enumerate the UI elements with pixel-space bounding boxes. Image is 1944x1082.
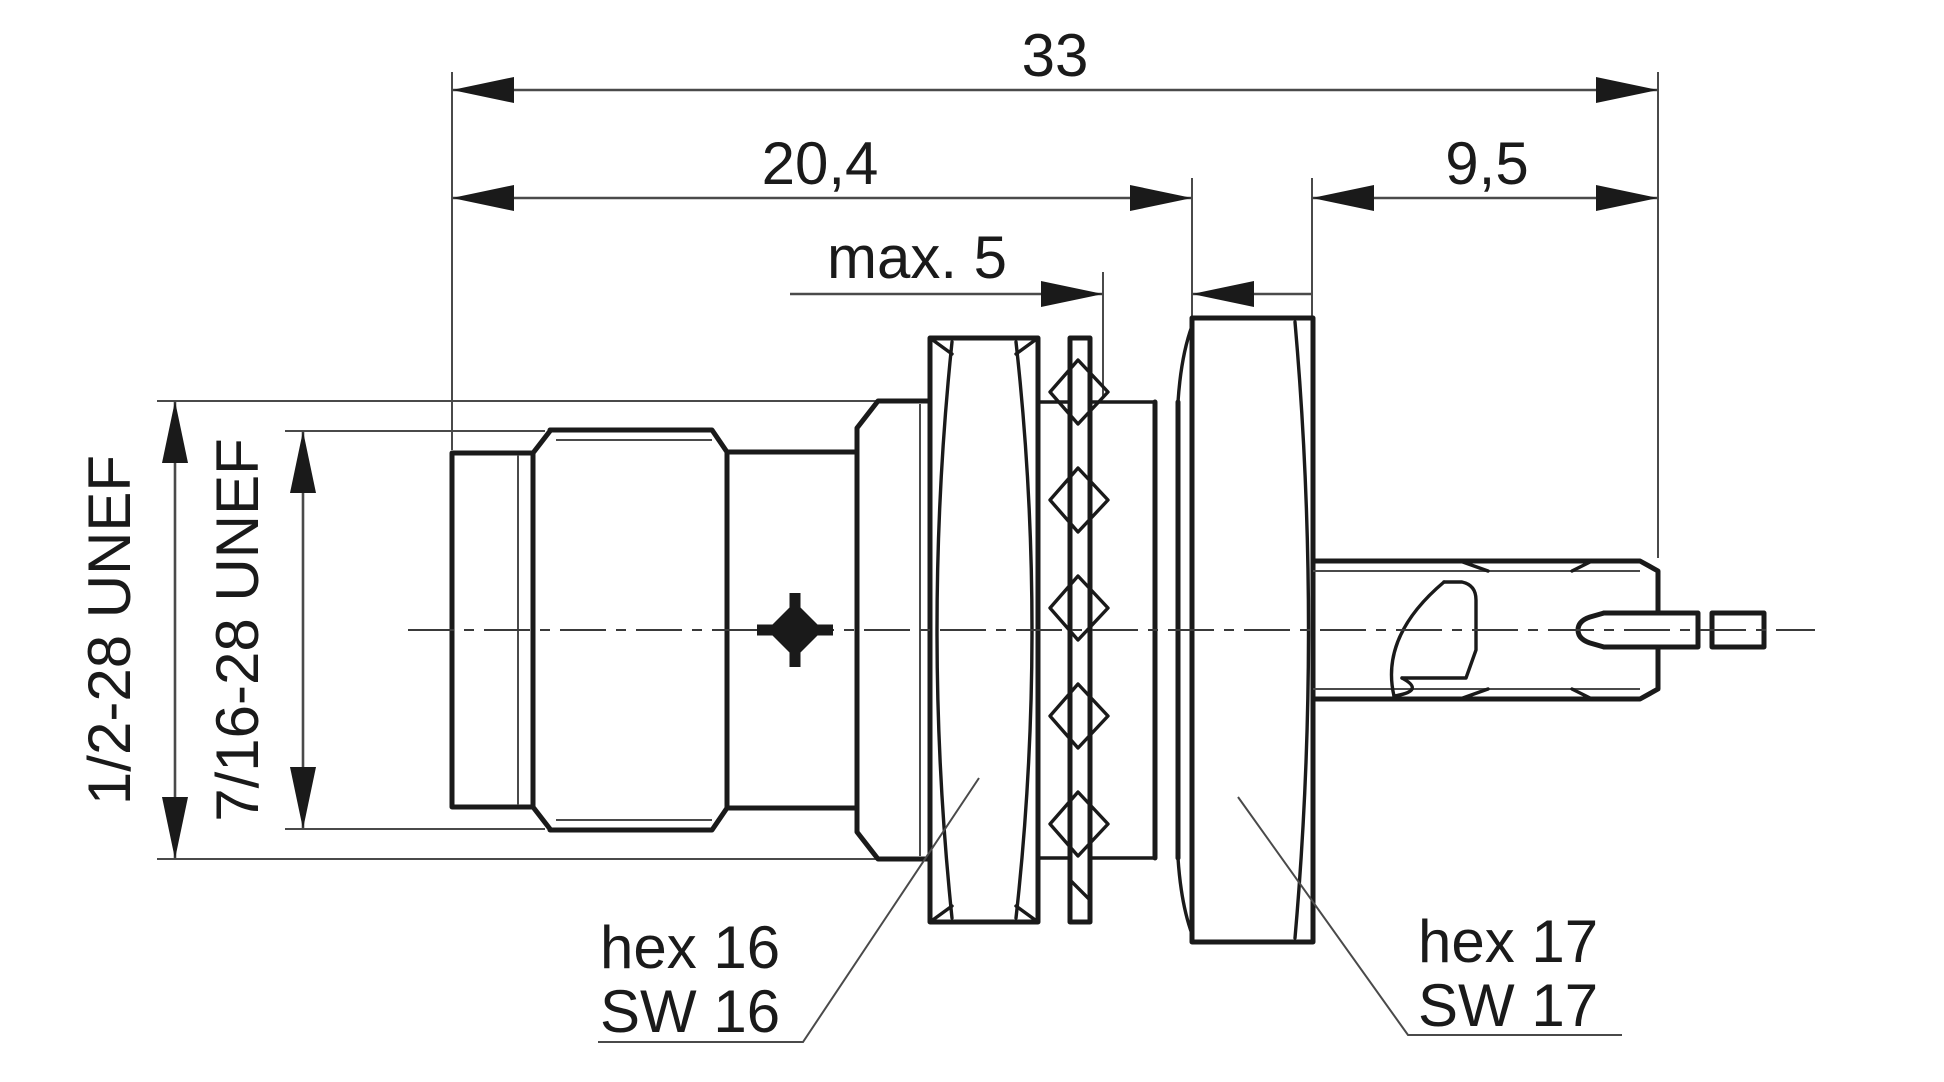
arrowhead-pointing-left xyxy=(1192,281,1254,307)
label-nut-sw: SW 16 xyxy=(600,978,780,1045)
dim-value-overall: 33 xyxy=(1022,22,1089,89)
dim-value-rear: 9,5 xyxy=(1445,130,1528,197)
callout-hex-nut: hex 16 SW 16 xyxy=(598,777,980,1045)
dim-value-outer-thread: 1/2-28 UNEF xyxy=(76,455,143,805)
rear-barrel xyxy=(1310,558,1661,702)
dimension-panel-thickness: max. 5 xyxy=(790,224,1312,307)
hex-nut-facet-arc-left xyxy=(935,340,954,920)
arrowhead-up xyxy=(290,431,316,493)
center-cross-symbol xyxy=(757,593,833,667)
dimension-front-length: 20,4 xyxy=(452,130,1192,211)
arrowhead-right xyxy=(1596,77,1658,103)
arrowhead-down xyxy=(162,797,188,859)
rear-barrel-outline xyxy=(1310,558,1661,702)
dim-value-front: 20,4 xyxy=(762,130,879,197)
half-thread-collar xyxy=(854,398,933,862)
hex-nut-corner-chamfers xyxy=(928,336,1040,924)
label-body-sw: SW 17 xyxy=(1418,972,1598,1039)
rear-cutaway-detail xyxy=(1389,580,1478,698)
label-nut-hex: hex 16 xyxy=(600,914,780,981)
connector-front-body xyxy=(449,398,933,862)
arrowhead-right xyxy=(1130,185,1192,211)
arrowhead-right xyxy=(1596,185,1658,211)
rear-barrel-step-marks xyxy=(1458,559,1594,701)
dimension-overall-length: 33 xyxy=(452,22,1658,103)
arrowhead-left xyxy=(1312,185,1374,211)
leader-line-hex17 xyxy=(1237,796,1622,1036)
arrowhead-down xyxy=(290,767,316,829)
dimension-coupling-thread: 7/16-28 UNEF xyxy=(204,431,316,829)
dim-value-panel-max: max. 5 xyxy=(827,224,1007,291)
front-barrel-chamfers xyxy=(530,428,553,832)
dimension-outer-thread: 1/2-28 UNEF xyxy=(76,401,188,859)
front-barrel-outline xyxy=(449,450,536,810)
leader-line-hex16 xyxy=(598,777,980,1043)
extension-lines xyxy=(157,72,1659,860)
callout-hex-body: hex 17 SW 17 xyxy=(1237,796,1622,1039)
neck-edges xyxy=(724,449,860,811)
washer-outline xyxy=(1067,335,1093,925)
dimension-rear-length: 9,5 xyxy=(1312,130,1658,211)
arrowhead-up xyxy=(162,401,188,463)
dim-value-coupling-thread: 7/16-28 UNEF xyxy=(204,438,271,822)
arrowhead-left xyxy=(452,185,514,211)
arrowhead-pointing-right xyxy=(1041,281,1103,307)
arrowhead-left xyxy=(452,77,514,103)
label-body-hex: hex 17 xyxy=(1418,908,1598,975)
